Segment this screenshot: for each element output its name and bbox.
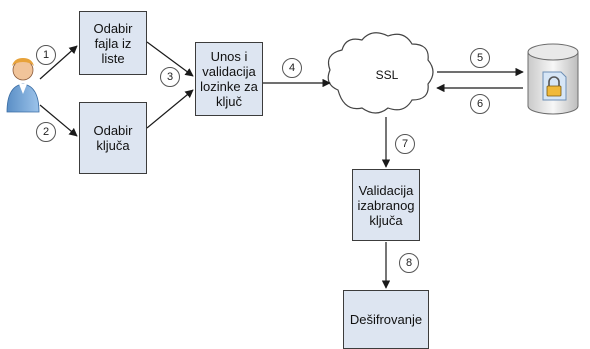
- password-box: Unos i validacija lozinke za ključ: [195, 42, 263, 116]
- select-file-box: Odabir fajla iz liste: [79, 11, 147, 75]
- validate-key-box: Validacija izabranog ključa: [352, 169, 420, 241]
- step-8: 8: [399, 253, 419, 273]
- decrypt-box: Dešifrovanje: [343, 290, 429, 349]
- step-5: 5: [470, 48, 490, 68]
- step-3: 3: [160, 67, 180, 87]
- connectors: [39, 41, 524, 289]
- step-4: 4: [282, 58, 302, 78]
- user-icon: [6, 58, 40, 113]
- step-6: 6: [470, 94, 490, 114]
- cloud-icon: [327, 32, 434, 114]
- step-2: 2: [36, 122, 56, 142]
- lock-icon: [542, 71, 567, 101]
- arrow-select-key-to-password: [146, 89, 194, 129]
- arrow-user-to-select-key: [39, 104, 78, 137]
- arrow-select-file-to-password: [146, 41, 194, 77]
- arrow-user-to-select-file: [39, 45, 78, 80]
- select-key-box: Odabir ključa: [79, 102, 147, 174]
- ssl-label: SSL: [375, 68, 399, 82]
- step-1: 1: [36, 45, 56, 65]
- step-7: 7: [395, 134, 415, 154]
